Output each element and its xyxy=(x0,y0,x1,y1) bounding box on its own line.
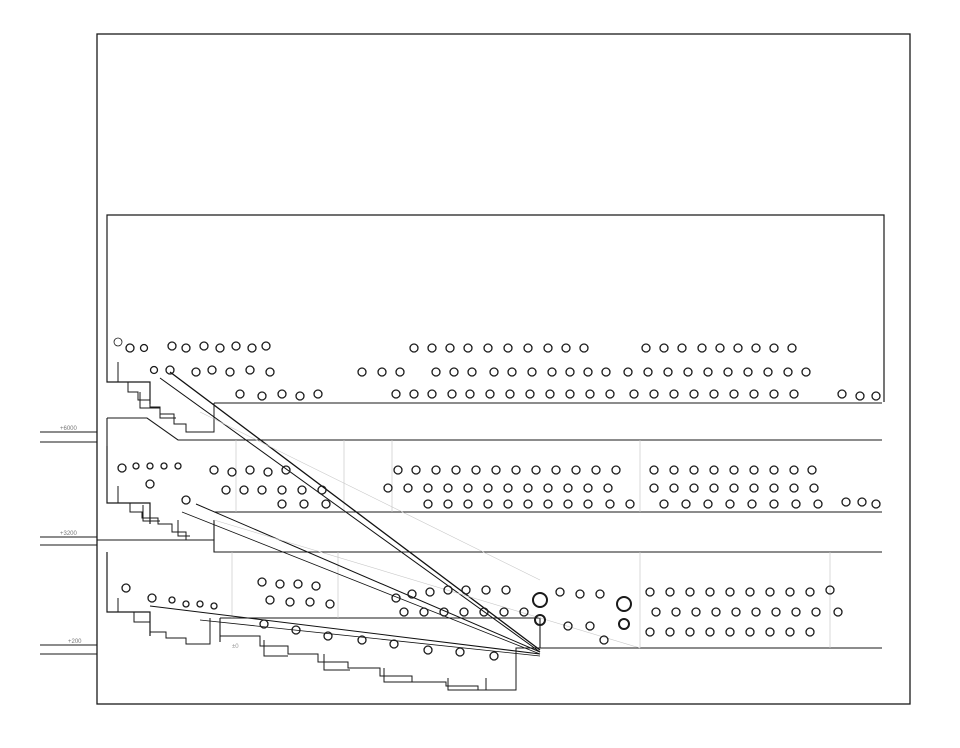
middle-tier-steps xyxy=(117,486,190,540)
outer-wall xyxy=(96,33,911,705)
auditorium-outline xyxy=(106,214,885,636)
exterior-slab-stubs xyxy=(40,431,97,655)
upper-balcony-slab xyxy=(106,402,882,446)
faint-sightlines xyxy=(199,411,641,649)
stalls-tier-steps xyxy=(117,598,540,691)
level-label-upper: +6000 xyxy=(60,426,78,432)
audience-middle-balcony xyxy=(117,462,881,509)
sightlines xyxy=(149,371,541,657)
upper-tier-steps xyxy=(117,362,215,433)
audience-upper-balcony xyxy=(113,337,881,401)
audience-stalls xyxy=(121,577,843,661)
structural-grid-lines xyxy=(231,440,831,648)
level-label-lower: +200 xyxy=(68,639,82,645)
floor-mark-label: ±0 xyxy=(232,644,239,650)
level-label-middle: +3200 xyxy=(60,531,78,537)
middle-balcony-slab xyxy=(97,511,882,553)
